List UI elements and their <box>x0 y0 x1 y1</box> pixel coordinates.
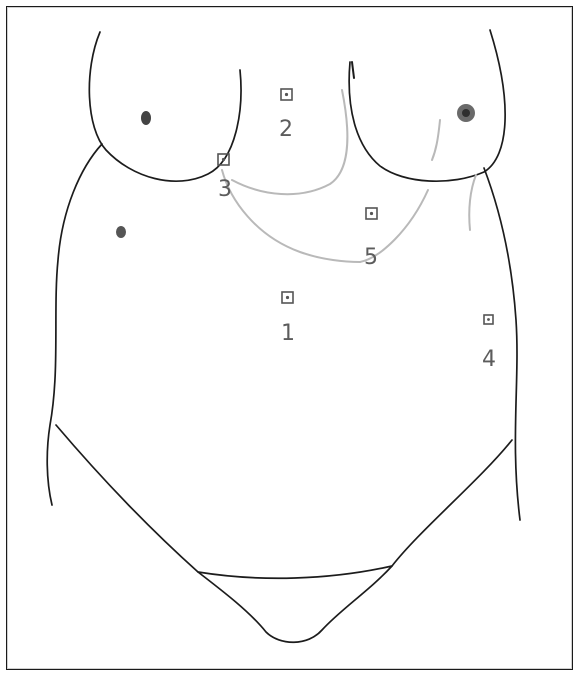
left-flank-dot-icon <box>116 226 126 238</box>
port-3-label: 3 <box>218 177 232 202</box>
port-2-label: 2 <box>279 117 293 142</box>
left-nipple-icon <box>141 111 151 125</box>
right-breast-fold <box>352 62 354 78</box>
right-breast-outline <box>349 30 505 181</box>
port-5-label: 5 <box>364 245 378 270</box>
right-flank-shading <box>469 175 476 230</box>
costal-margin-left <box>222 170 360 262</box>
costal-margin-arc <box>232 90 347 194</box>
left-groin-line <box>56 425 198 572</box>
anatomical-dots <box>116 104 475 238</box>
right-groin-line <box>392 440 512 566</box>
right-flank-outline <box>484 168 520 520</box>
right-breast-shading <box>432 120 440 160</box>
port-4-label: 4 <box>482 347 496 372</box>
port-1-label: 1 <box>281 321 295 346</box>
left-flank-outline <box>47 144 102 505</box>
pubic-region-outline <box>198 566 392 642</box>
